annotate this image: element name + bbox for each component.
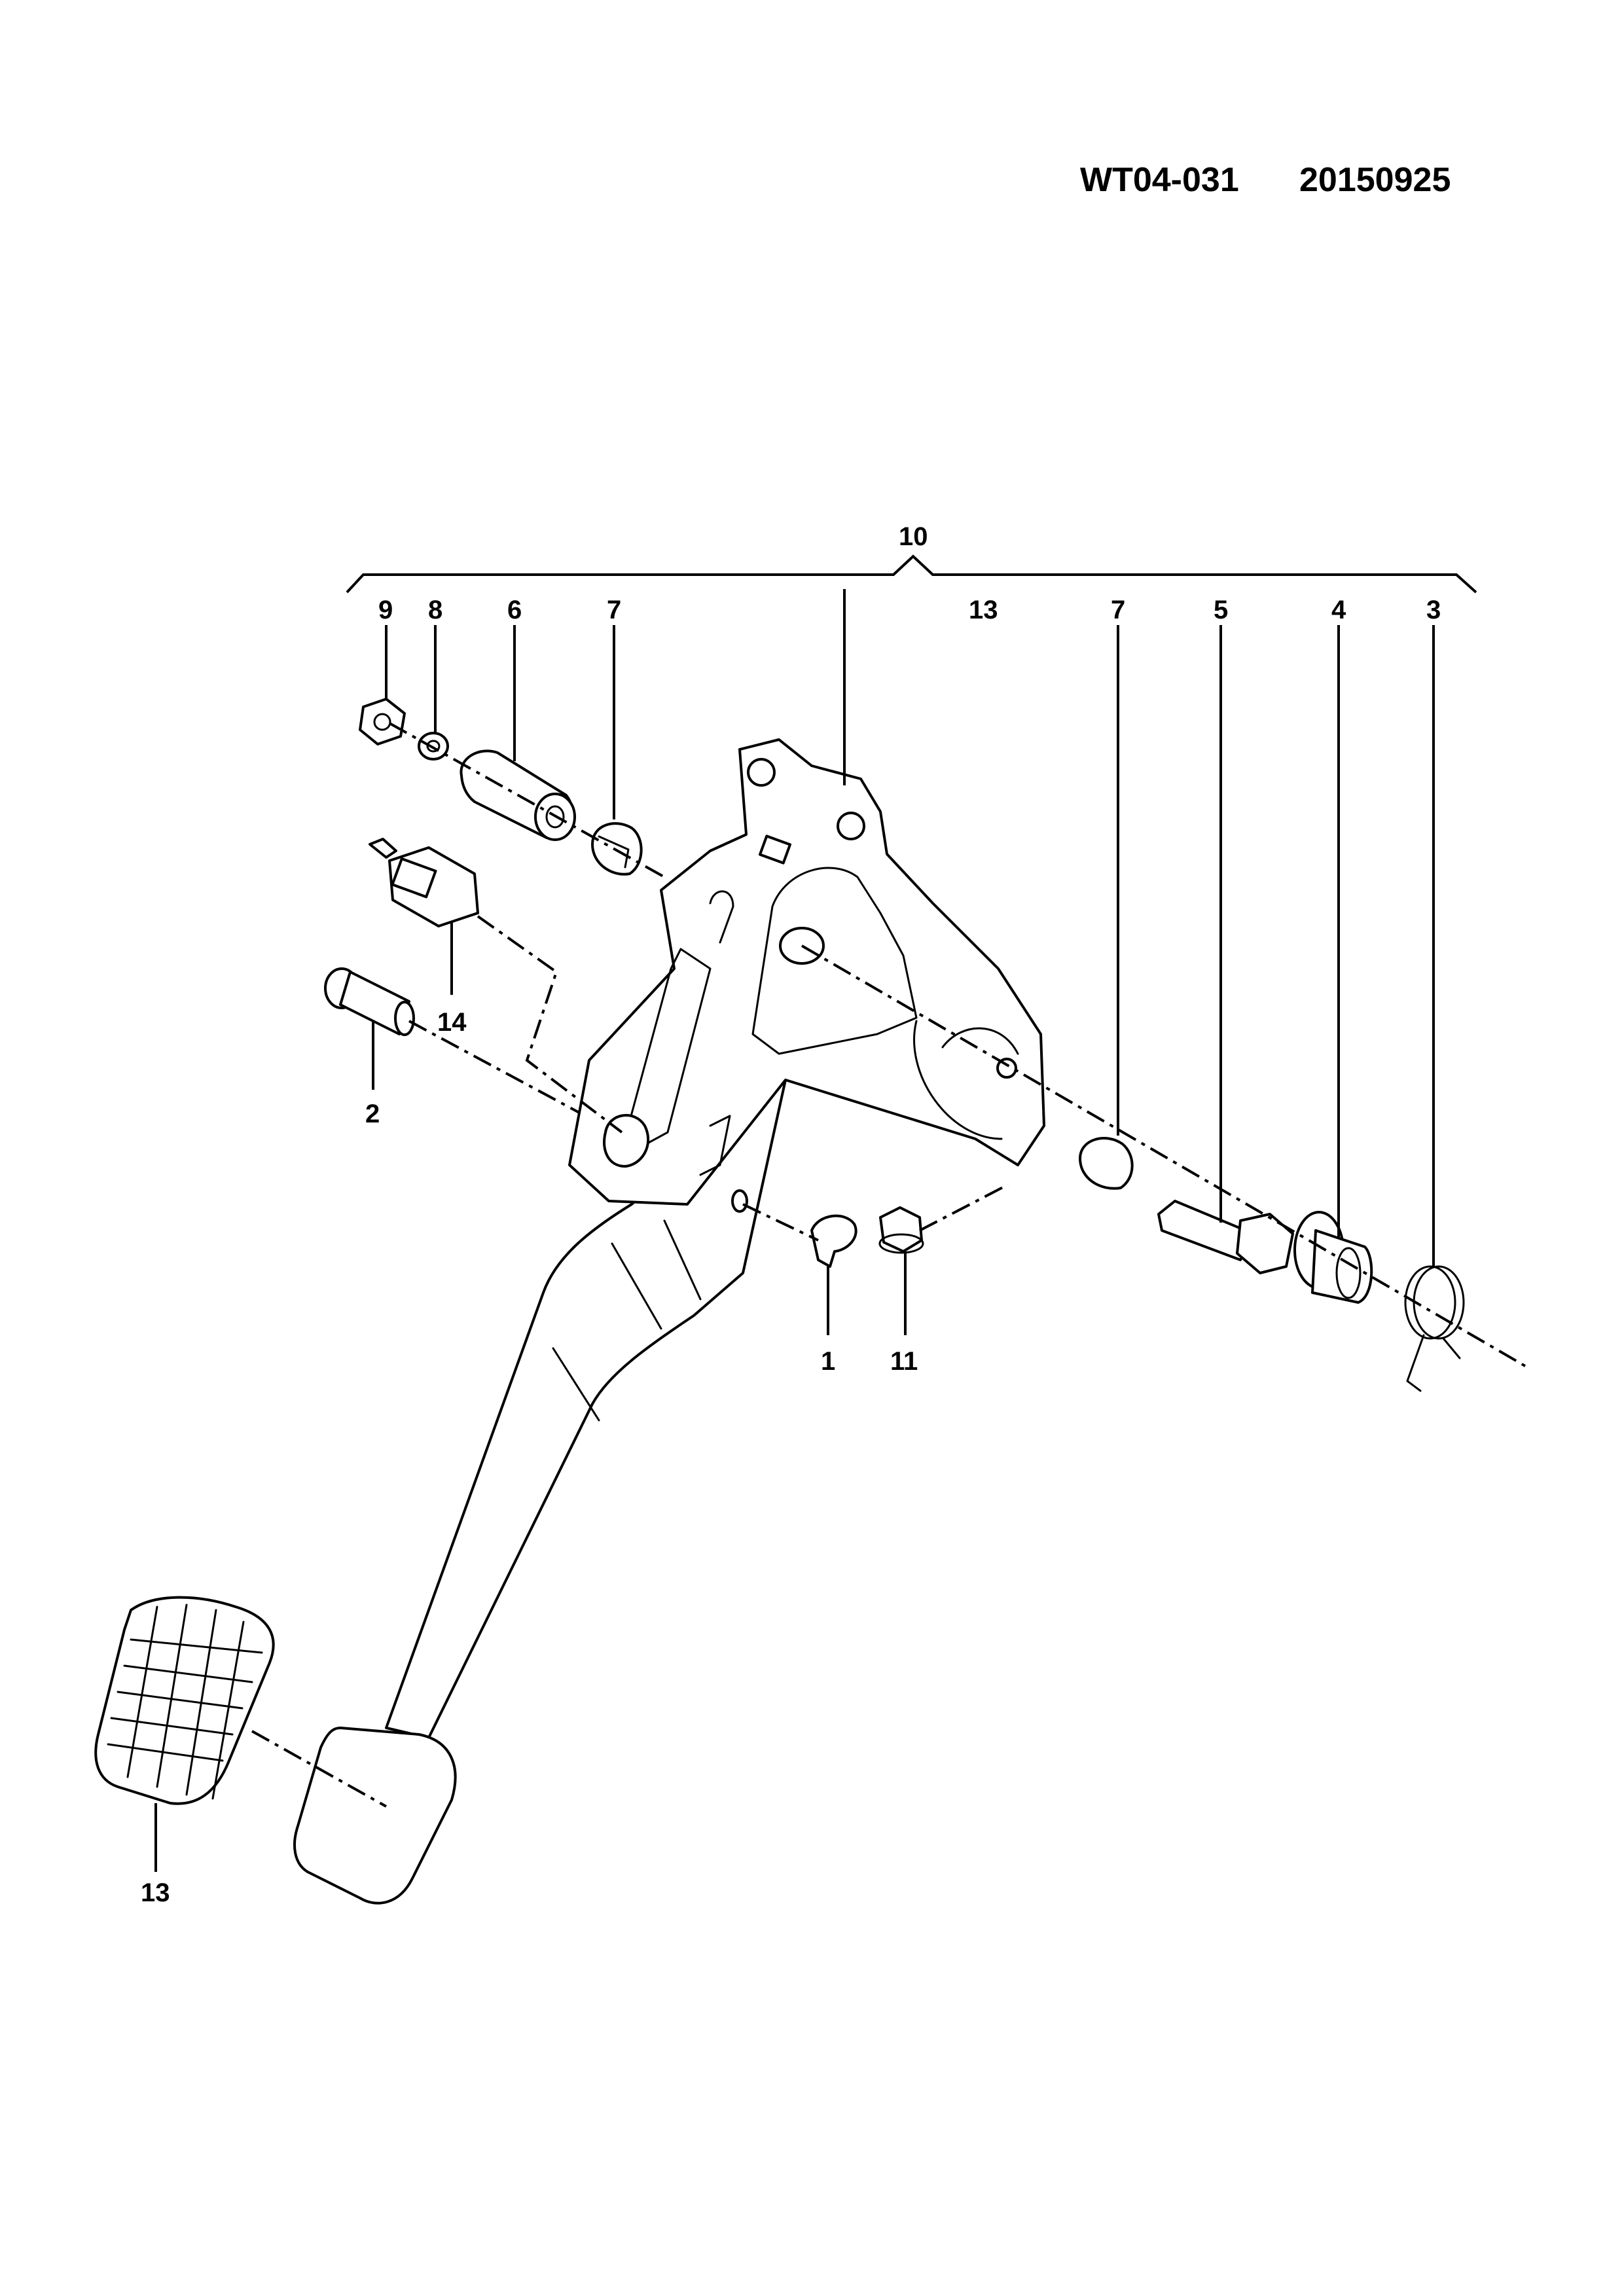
flange-nut-11-flange [878,1233,924,1254]
pedal-housing [568,738,1045,1206]
flanged-bushing-4-bore [1335,1247,1362,1299]
axis-clip [742,1203,819,1242]
pivot-boss-plate [751,867,918,1055]
nut-9 [359,698,406,745]
flanged-bushing-4 [1293,1211,1373,1304]
return-spring-3-coil2 [1413,1265,1465,1340]
flanged-bushing-4-body [1311,1229,1373,1304]
return-spring-3 [1404,1265,1465,1392]
callout-4: 4 [1331,596,1346,624]
callout-2: 2 [365,1100,380,1128]
washer-8 [418,732,449,761]
callout-7-right: 7 [1111,596,1125,624]
switch-connector [391,857,437,899]
pedal-assembly [385,738,1045,1739]
mount-hole-upper-left [747,758,776,787]
pedal-rubber-grid [107,1604,263,1800]
axis-switch [477,915,623,1134]
callout-14: 14 [437,1008,467,1037]
callout-13-top: 13 [969,596,998,624]
bracket-tab [699,1115,731,1176]
switch-plunger [369,838,397,859]
nut-9-bore [373,713,391,731]
bolt-5 [1157,1200,1294,1274]
pin-2 [324,967,415,1036]
bushing-7-left-detail [598,835,630,869]
axis-pin [408,1020,580,1114]
callout-11: 11 [890,1347,918,1376]
callout-5: 5 [1214,596,1228,624]
housing-ring [913,1020,1019,1140]
callout-13-bottom: 13 [141,1878,170,1907]
washer-8-bore [426,740,441,753]
return-spring-3-leg [1406,1334,1461,1392]
axis-pivot-left [389,722,665,878]
bushing-7-right [1079,1137,1134,1190]
flange-nut-11 [879,1206,923,1253]
pedal-arm [385,1079,787,1739]
callout-3: 3 [1426,596,1441,624]
mount-hole-upper-right [837,812,865,840]
stop-lamp-switch-14 [369,838,479,927]
axis-nut [919,1183,1009,1232]
callout-10: 10 [899,522,928,551]
pedal-pad [293,1727,457,1905]
square-boss [759,834,791,865]
callout-8: 8 [428,596,442,624]
assembly-bracket-10 [346,554,1477,594]
pedal-rubber [94,1596,275,1805]
clip-1 [810,1214,857,1268]
callout-6: 6 [507,596,522,624]
bolt-5-head [1236,1213,1294,1274]
pedal-arm-rib [552,1219,702,1422]
switch-slot [709,890,734,944]
return-spring-3-coil1 [1404,1265,1456,1340]
pin-2-tip [394,1001,415,1036]
axis-pad [251,1730,387,1808]
pin-2-shank [339,971,410,1035]
callout-9: 9 [378,596,393,624]
callout-1: 1 [821,1347,835,1376]
drawing-number: WT04-031 [1080,161,1239,199]
spacer-tube-6-bore [545,805,565,829]
axis-pivot-right [801,944,1530,1369]
date-code: 20150925 [1299,161,1451,199]
pin-hole [731,1189,748,1213]
callout-7-left: 7 [607,596,621,624]
bushing-7-left [591,822,643,876]
